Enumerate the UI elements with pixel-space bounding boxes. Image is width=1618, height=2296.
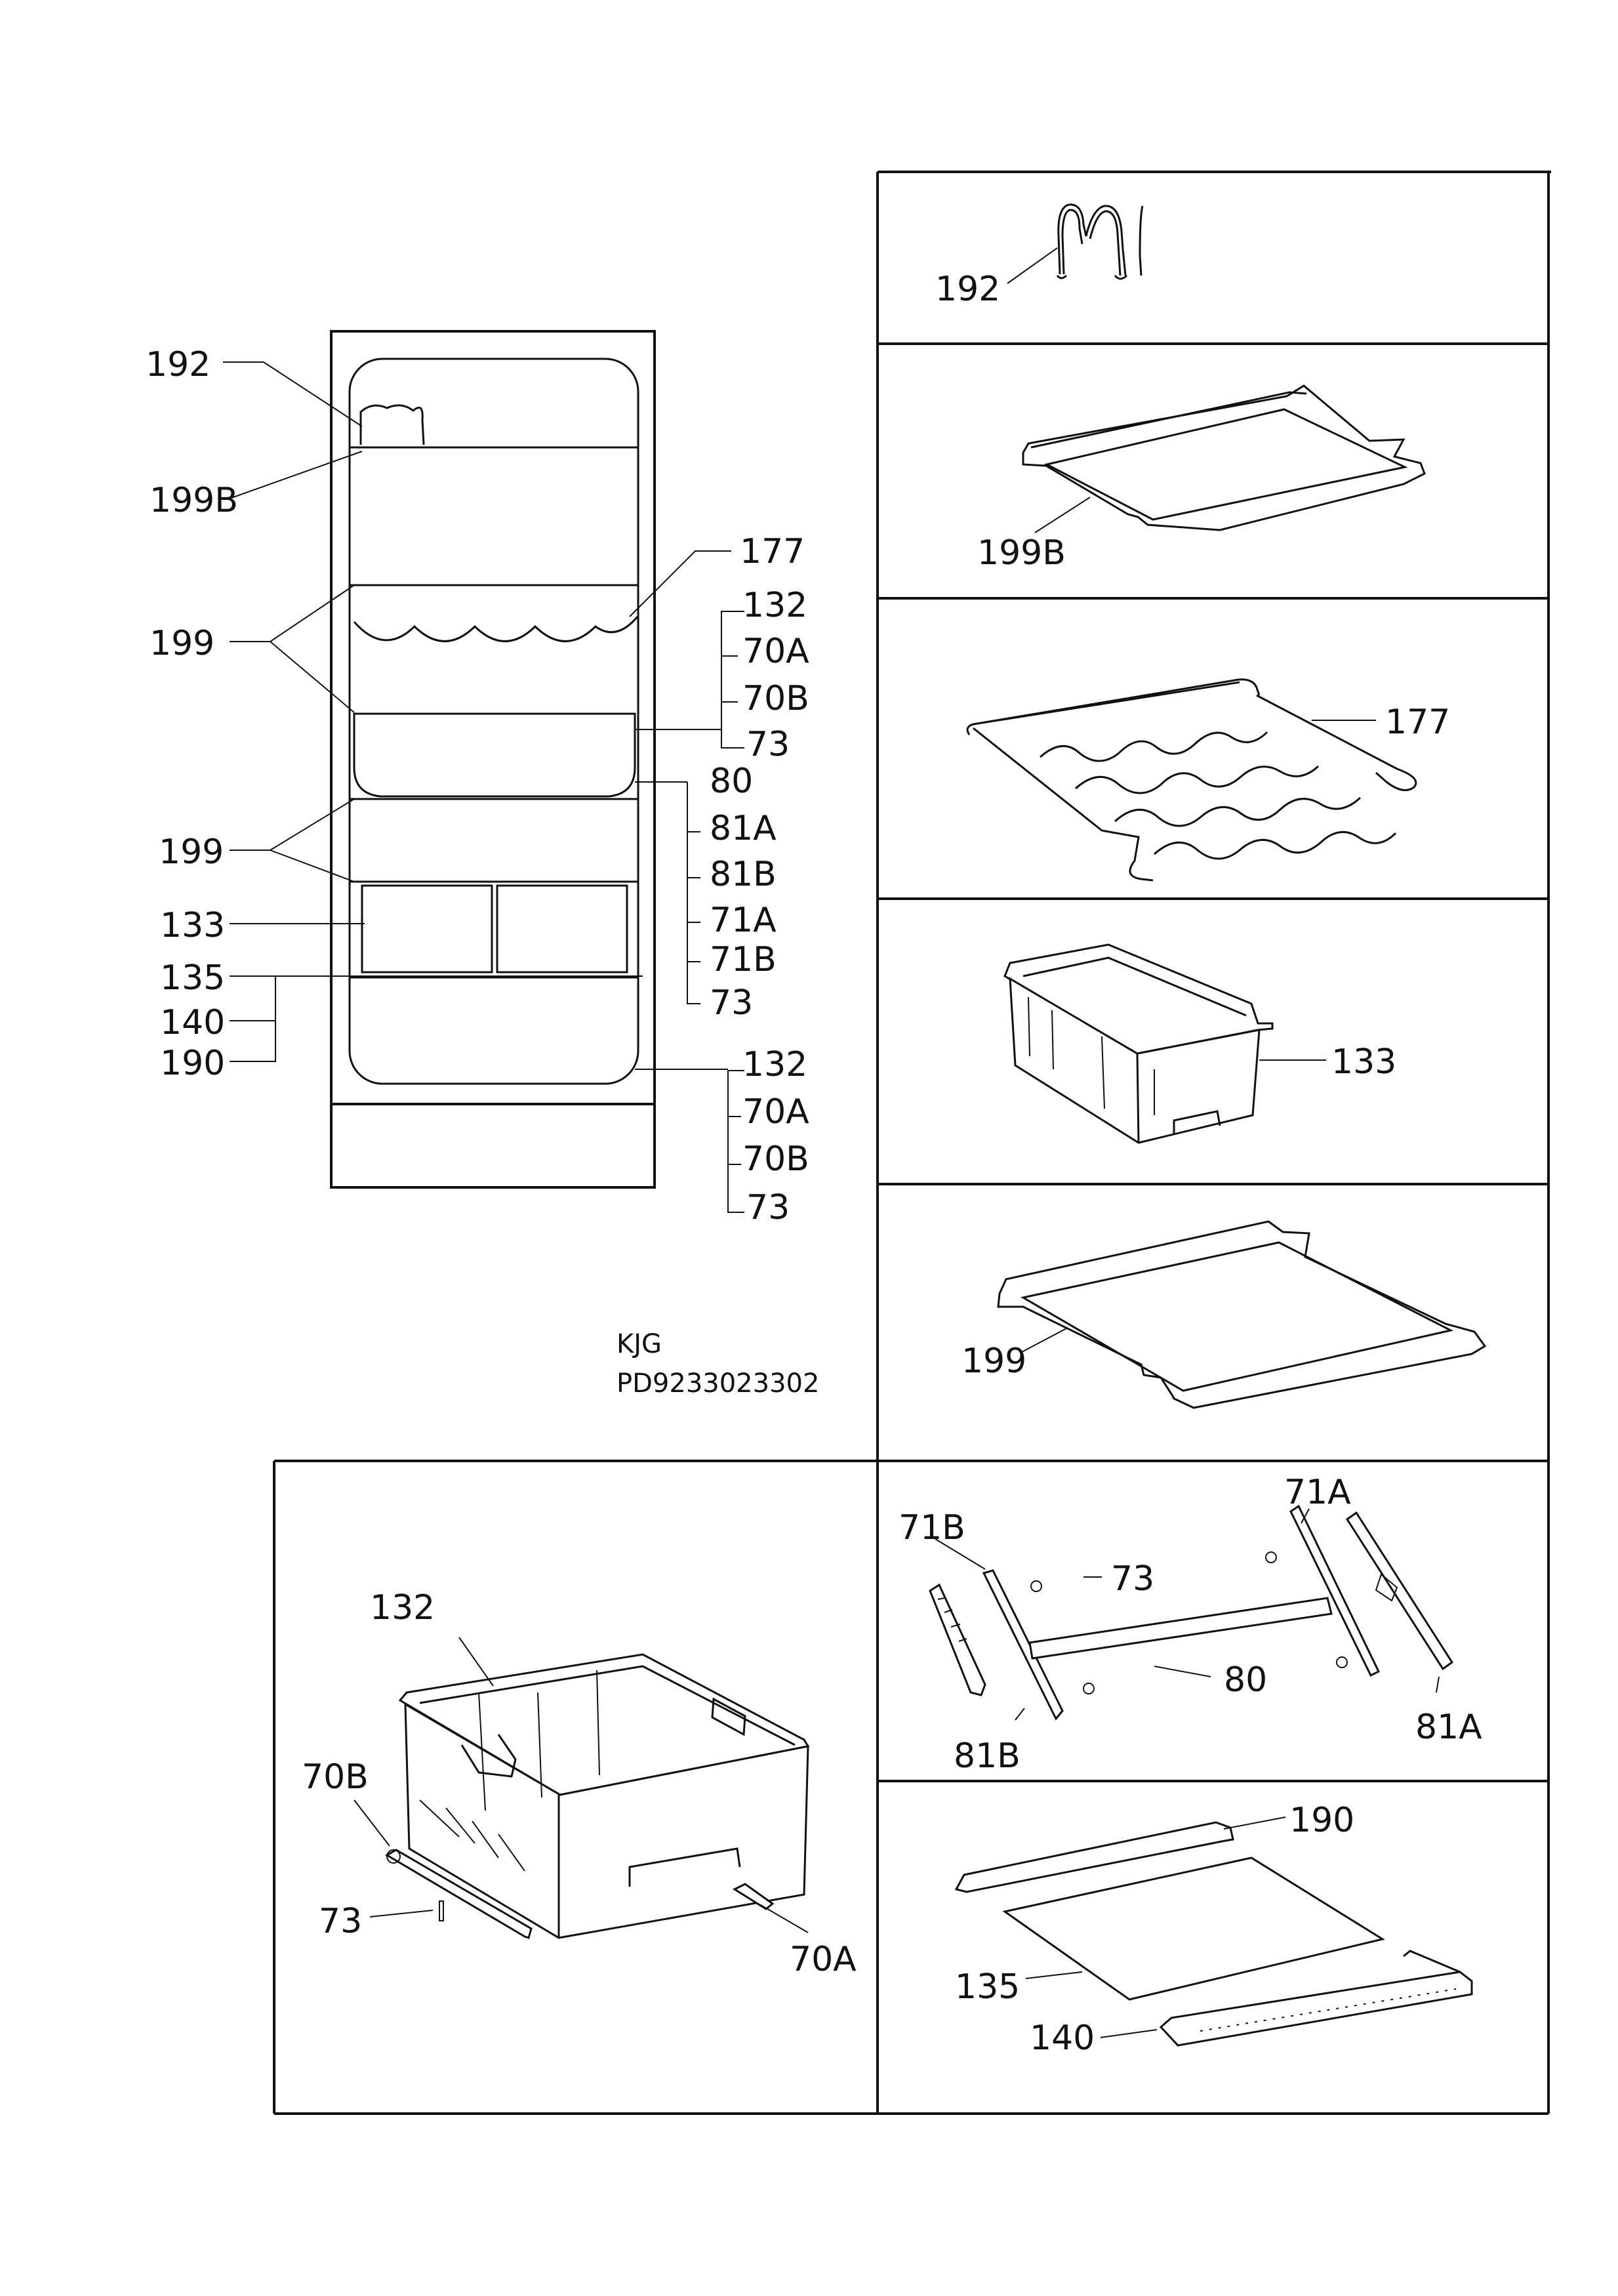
rail-80-bar	[1028, 1597, 1333, 1660]
overview-label-70a-a: 70A	[742, 632, 809, 671]
rail-81a	[1289, 1504, 1380, 1677]
overview-wine-stopper	[359, 404, 425, 445]
shelf-199b-glass	[1043, 408, 1408, 521]
model-code: KJG	[617, 1329, 662, 1359]
overview-label-135: 135	[160, 958, 225, 998]
overview-egg-tray-left	[361, 884, 493, 974]
wine-rack-wave-1	[1040, 731, 1268, 762]
overview-label-140: 140	[160, 1003, 225, 1042]
overview-label-81a: 81A	[710, 809, 777, 848]
panel-rails: 73 80 71B 71A 81A 81B	[899, 1473, 1482, 1776]
panel-box-133: 133	[1003, 943, 1396, 1144]
overview-label-73-b: 73	[710, 983, 753, 1023]
shelf-199-glass	[1020, 1241, 1454, 1392]
label-133: 133	[1331, 1042, 1396, 1082]
panel-wine-rack: 177	[966, 678, 1450, 882]
label-crisper-73: 73	[319, 1902, 362, 1941]
overview-label-70a-b: 70A	[742, 1092, 809, 1132]
label-crisper-70b: 70B	[302, 1757, 369, 1797]
wine-rack-top-rail	[966, 678, 1261, 735]
overview-labels-right: 177 132 70A 70B 73 80 81A 81B 71A 71B 73…	[710, 532, 809, 1227]
label-crisper-132: 132	[370, 1588, 435, 1628]
panel-shelf-199b: 199B	[977, 384, 1426, 573]
overview-label-80: 80	[710, 762, 753, 801]
label-glass-135: 135	[955, 1967, 1020, 2007]
panel-crisper-drawer: 70B 73 132 70A	[302, 1588, 857, 1979]
label-crisper-70a: 70A	[790, 1940, 857, 1979]
wine-rack-wave-3	[1114, 796, 1362, 827]
overview-label-132-b: 132	[742, 1045, 807, 1084]
rail-81b	[982, 1569, 1064, 1721]
rear-trim-140	[1159, 1971, 1473, 2047]
overview-label-190: 190	[160, 1044, 225, 1083]
label-rail-71a: 71A	[1284, 1473, 1351, 1512]
overview-label-71b: 71B	[710, 940, 777, 979]
overview-label-199-lower: 199	[159, 832, 224, 872]
wine-rack-wave-4	[1154, 830, 1397, 860]
wine-stopper-drawing	[1057, 203, 1144, 276]
front-trim-190	[954, 1821, 1234, 1893]
part-number: PD9233023302	[617, 1368, 819, 1399]
overview-label-132-a: 132	[742, 586, 807, 625]
wine-rack-right-rail	[1256, 694, 1417, 791]
overview-label-199-upper: 199	[150, 624, 214, 663]
overview-wine-rack	[353, 616, 639, 642]
label-177: 177	[1385, 703, 1450, 742]
overview-label-73-c: 73	[746, 1188, 790, 1227]
wine-rack-left-rail	[973, 727, 1142, 880]
label-rail-71b: 71B	[899, 1508, 965, 1548]
overview-label-70b-a: 70B	[742, 679, 809, 718]
overview-leaders	[223, 361, 744, 1213]
label-rail-73: 73	[1111, 1559, 1154, 1599]
label-rail-81b: 81B	[954, 1736, 1021, 1776]
label-rail-80: 80	[1224, 1660, 1267, 1700]
wine-stopper-feet	[1056, 274, 1128, 280]
overview-upper-drawer	[353, 712, 636, 798]
panel-wine-stopper: 192	[935, 203, 1144, 309]
crisper-body	[404, 1702, 809, 1939]
overview-label-192: 192	[146, 345, 211, 384]
overview-egg-tray-right	[496, 884, 628, 974]
glass-135	[1002, 1856, 1385, 2001]
box-133-handle	[1173, 1110, 1221, 1135]
wine-rack-wave-2	[1075, 765, 1320, 794]
panel-glass-shelf: 190 135 140	[954, 1801, 1473, 2058]
overview-label-199b: 199B	[150, 481, 238, 520]
label-199b: 199B	[977, 533, 1066, 573]
rail-71a	[1345, 1511, 1454, 1671]
overview-label-133: 133	[160, 906, 225, 945]
panel-shelf-199: 199	[961, 1220, 1487, 1409]
fridge-liner	[348, 358, 639, 1085]
label-192: 192	[935, 270, 1000, 309]
overview-labels-left: 192 199B 199 199 133 135 140 190	[146, 345, 238, 1083]
overview-label-81b: 81B	[710, 855, 777, 894]
crisper-slide-70b	[385, 1849, 533, 1939]
overview-label-73-a: 73	[746, 725, 790, 764]
label-glass-190: 190	[1289, 1801, 1354, 1840]
panel-frames	[273, 171, 1551, 2115]
label-199: 199	[961, 1342, 1026, 1381]
crisper-screw-73	[439, 1900, 444, 1921]
fridge-cabinet	[330, 330, 656, 1189]
crisper-handle	[628, 1847, 741, 1887]
overview-label-71a: 71A	[710, 901, 777, 940]
fridge-overview	[330, 330, 656, 1189]
shelf-199b-frame	[1022, 384, 1426, 531]
overview-label-70b-b: 70B	[742, 1139, 809, 1179]
label-glass-140: 140	[1030, 2019, 1095, 2058]
crisper-slide-70a	[732, 1883, 775, 1910]
shelf-199-frame	[997, 1220, 1487, 1409]
rail-71b	[929, 1583, 986, 1696]
label-rail-81a: 81A	[1415, 1708, 1482, 1747]
overview-label-177: 177	[740, 532, 805, 571]
